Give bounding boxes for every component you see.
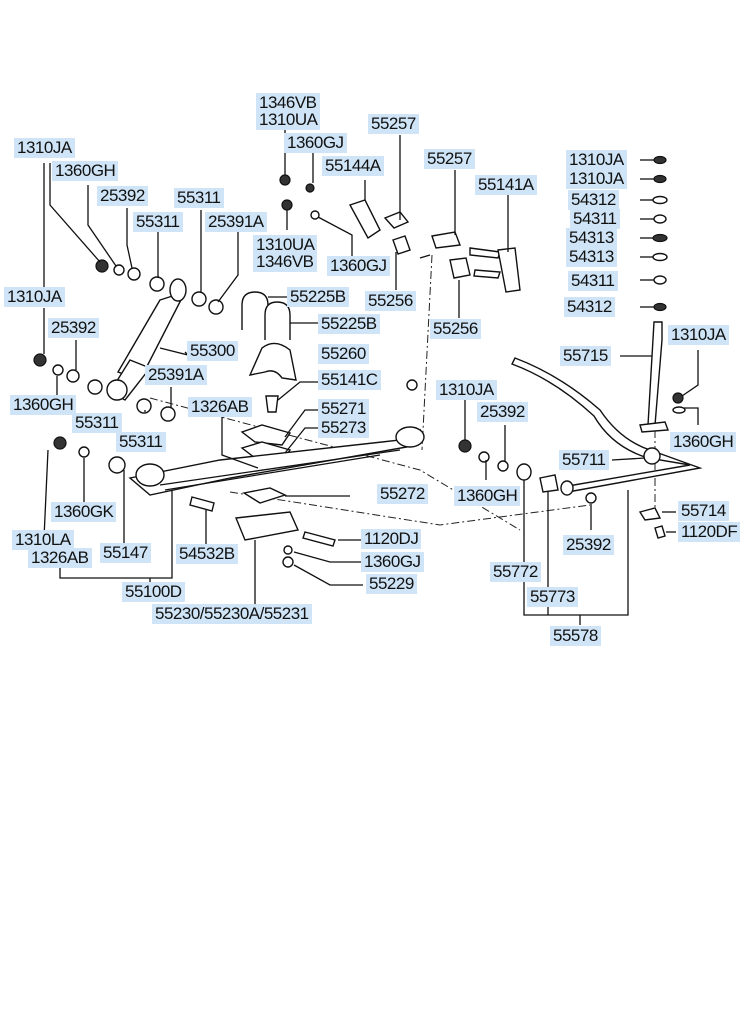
- u-bolts: [241, 291, 291, 340]
- leaf-spring: [128, 426, 425, 496]
- shackle-hardware: [279, 174, 521, 391]
- label-1310ua: 1310UA: [253, 235, 318, 255]
- label-55300: 55300: [187, 341, 238, 361]
- label-1360gh: 1360GH: [670, 432, 737, 452]
- label-54313: 54313: [566, 247, 617, 267]
- label-55273: 55273: [318, 418, 369, 438]
- label-1310ja: 1310JA: [668, 325, 729, 345]
- label-1326ab: 1326AB: [28, 548, 92, 568]
- label-55260: 55260: [318, 344, 369, 364]
- label-55229: 55229: [366, 574, 417, 594]
- label-55714: 55714: [678, 501, 729, 521]
- label-54312: 54312: [564, 297, 615, 317]
- label-1360gj: 1360GJ: [284, 133, 347, 153]
- label-55772: 55772: [490, 562, 541, 582]
- bolt-1120dj: [302, 531, 336, 547]
- label-55256: 55256: [430, 319, 481, 339]
- label-55311: 55311: [72, 413, 122, 433]
- bump-stopper: [248, 342, 297, 381]
- label-55578: 55578: [550, 626, 601, 646]
- label-55144a: 55144A: [322, 156, 384, 176]
- label-55141c: 55141C: [318, 370, 381, 390]
- label-1310ua: 1310UA: [256, 110, 321, 130]
- label-55311: 55311: [174, 188, 224, 208]
- label-25391a: 25391A: [145, 365, 207, 385]
- bolt: [265, 395, 279, 413]
- label-1360gk: 1360GK: [51, 502, 117, 522]
- label-55773: 55773: [527, 587, 578, 607]
- label-54532b: 54532B: [176, 544, 238, 564]
- label-55271: 55271: [318, 399, 369, 419]
- label-54313: 54313: [566, 228, 617, 248]
- label-55257: 55257: [368, 114, 419, 134]
- label-25392: 25392: [97, 186, 148, 206]
- stabilizer-link: [647, 321, 663, 426]
- label-55711: 55711: [559, 450, 609, 470]
- label-1310ja: 1310JA: [566, 150, 627, 170]
- label-1310ja: 1310JA: [4, 287, 65, 307]
- label-25392: 25392: [48, 318, 99, 338]
- label-1326ab: 1326AB: [188, 397, 252, 417]
- label-55311: 55311: [116, 432, 166, 452]
- label-1346vb: 1346VB: [253, 252, 317, 272]
- label-55257: 55257: [424, 149, 475, 169]
- label-1360gh: 1360GH: [52, 161, 119, 181]
- label-55256: 55256: [365, 291, 416, 311]
- label-54312: 54312: [568, 190, 619, 210]
- upper-left-hardware: [33, 259, 224, 474]
- label-25392: 25392: [563, 535, 614, 555]
- label-1120df: 1120DF: [678, 522, 741, 542]
- label-55225b: 55225B: [287, 287, 349, 307]
- leader-lines: [43, 130, 699, 625]
- label-1360gj: 1360GJ: [327, 256, 390, 276]
- label-54311: 54311: [568, 271, 618, 291]
- label-25392: 25392: [477, 402, 528, 422]
- spring-bolt: [189, 496, 215, 512]
- shock-absorber: [106, 278, 187, 401]
- label-55230-55230a-55231: 55230/55230A/55231: [152, 604, 312, 624]
- label-25391a: 25391A: [205, 212, 267, 232]
- label-54311: 54311: [570, 209, 620, 229]
- label-55311: 55311: [133, 212, 183, 232]
- spring-bracket: [235, 511, 299, 541]
- label-55147: 55147: [100, 543, 151, 563]
- spring-plate-upper: [240, 424, 292, 446]
- label-1310ja: 1310JA: [566, 169, 627, 189]
- label-55225b: 55225B: [318, 314, 380, 334]
- label-1310ja: 1310JA: [14, 138, 75, 158]
- label-1310la: 1310LA: [12, 530, 74, 550]
- stabilizer-bar: [511, 357, 703, 493]
- label-1360gh: 1360GH: [454, 486, 521, 506]
- label-1360gj: 1360GJ: [361, 552, 424, 572]
- label-1360gh: 1360GH: [10, 395, 77, 415]
- spring-seat: [242, 487, 287, 504]
- label-55100d: 55100D: [122, 582, 185, 602]
- label-55141a: 55141A: [475, 175, 537, 195]
- label-1120dj: 1120DJ: [361, 529, 422, 549]
- label-1346vb: 1346VB: [256, 93, 320, 113]
- washer-stack: [652, 155, 668, 312]
- label-55715: 55715: [560, 346, 611, 366]
- label-55272: 55272: [377, 484, 428, 504]
- label-1310ja: 1310JA: [436, 380, 497, 400]
